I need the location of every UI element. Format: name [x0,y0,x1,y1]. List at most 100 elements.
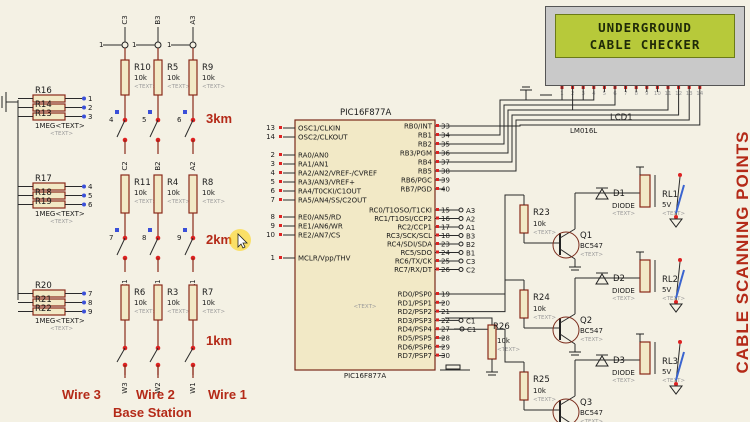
relay-switch-blade [675,351,685,381]
transistor-collector [559,228,576,239]
text-tag: <TEXT> [50,219,73,225]
bank-resistor-value: 1MEG<TEXT> [35,122,85,130]
text-tag: <TEXT> [612,378,635,384]
lcd-bus-wire [445,92,690,172]
relay-voltage: 5V [662,286,671,294]
pin-marker [183,110,187,114]
mcu-pin-number: 5 [271,178,275,186]
mcu-pin-number: 30 [441,352,450,360]
mcu-pin-name: OSC2/CLKOUT [298,134,348,142]
net-terminal [458,317,464,323]
mid-net-label: C2 [121,161,129,170]
pin-marker [436,318,439,322]
mcu-pin-number: 1 [271,254,275,262]
transistor-emitter [559,248,576,260]
mcu-pin-number: 10 [266,231,275,239]
reset-button [445,364,461,370]
bank-resistor-name: R16 [35,86,52,96]
pulldown-resistor-value: 10k [497,337,511,345]
text-tag: <TEXT> [533,397,556,403]
transistor-name: Q3 [580,398,592,408]
pulldown-wire [445,317,493,325]
relay-voltage: 5V [662,201,671,209]
lcd-pin-number: 10 [654,91,661,97]
relay-coil [639,174,651,208]
pin-marker [279,224,282,227]
terminal-top [121,41,129,49]
pulldown-resistor-name: R26 [493,322,510,332]
ground-symbol [520,86,532,91]
bank-pin [82,193,86,198]
lcd-name: LCD1 [610,113,633,123]
net-label: A3 [466,207,475,215]
lcd-module[interactable]: UNDERGROUND CABLE CHECKER [545,6,745,86]
pin-marker [436,216,439,220]
text-tag: <TEXT> [580,419,603,422]
bank-pin-number: 5 [88,192,92,200]
cable-resistor [188,174,198,214]
terminal-top [154,41,162,49]
text-tag: <TEXT> [202,199,225,205]
diode-name: D1 [613,189,625,199]
transistor-emitter [559,415,570,422]
net-label: B3 [466,233,475,241]
side-title: CABLE SCANNING POINTS [733,130,750,374]
mcu-pin-name: RB4 [418,159,433,167]
mcu-pin-name: RC0/T1OSO/T1CKI [369,207,432,215]
diode-name: D2 [613,274,625,284]
mcu-pin-number: 4 [271,169,276,177]
net-label: A2 [466,216,475,224]
drive-wire [445,194,524,295]
bank-resistor-name: R21 [35,295,52,305]
text-tag: <TEXT> [662,211,685,217]
pin-marker [279,162,282,165]
lcd-line-2: CABLE CHECKER [589,37,701,52]
mcu-pin-number: 6 [271,187,276,195]
resistor-value: 10k [202,299,216,307]
text-tag: <TEXT> [167,84,190,90]
mcu-pin-name: OSC1/CLKIN [298,125,340,133]
base-resistor [519,204,529,234]
pin-marker [436,178,439,181]
transistor-collector [559,313,576,324]
relay-contact [674,382,678,386]
mcu-body [294,119,436,371]
switch-pin-number: 6 [177,116,182,124]
pin-marker [436,133,439,136]
text-tag: <TEXT> [167,199,190,205]
transistor-name: Q1 [580,231,592,241]
ground-symbol [486,371,498,376]
resistor-name: R8 [202,178,213,188]
relay-contact [674,215,678,219]
switch-lever [184,237,194,256]
mcu-pin-number: 29 [441,343,450,351]
mcu-pin-number: 39 [441,177,450,185]
text-tag: <TEXT> [612,211,635,217]
pin-marker [183,228,187,232]
pin-marker [436,151,439,154]
bank-pin-number: 4 [88,183,93,191]
base-resistor-value: 10k [533,305,547,313]
bank-resistor-name: R18 [35,188,52,198]
mid-net-label: B2 [154,161,162,170]
bank-resistor-name: R22 [35,304,52,314]
text-tag: <TEXT> [353,304,376,310]
resistor-name: R5 [167,63,178,73]
base-resistor-value: 10k [533,387,547,395]
mcu-pin-name: RE2/AN7/CS [298,232,341,240]
pin-marker [436,187,439,190]
mcu-pin-name: RD6/PSP6 [398,343,433,351]
bank-pin [82,300,86,305]
bottom-net-label: W2 [154,382,162,393]
mcu-pin-number: 7 [271,196,275,204]
text-tag: <TEXT> [134,199,157,205]
mcu-pin-name: RC7/RX/DT [394,266,433,274]
net-label: A1 [466,224,475,232]
relay-contact [674,300,678,304]
net-label: C1 [467,326,476,334]
lcd-bus-wire [445,92,701,127]
pin-marker [279,126,282,129]
relay-name: RL3 [662,357,678,367]
base-station-label: Base Station [113,405,192,420]
switch-pin-number: 7 [109,234,113,242]
